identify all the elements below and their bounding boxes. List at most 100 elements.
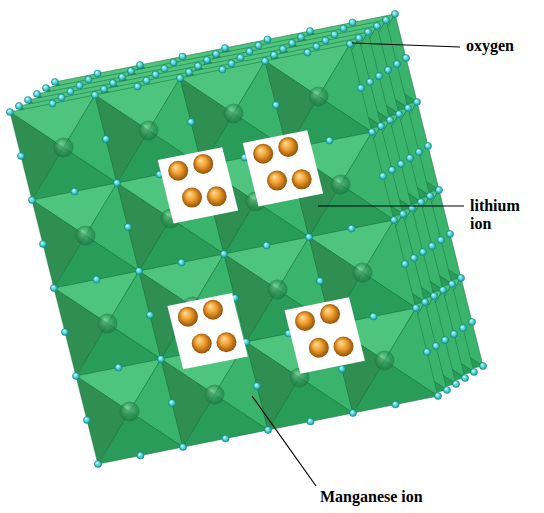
- oxygen-sphere: [176, 74, 183, 81]
- channel-hole: [284, 297, 364, 373]
- oxygen-sphere: [399, 210, 406, 217]
- oxygen-sphere: [355, 34, 362, 41]
- oxygen-sphere: [39, 240, 46, 247]
- oxygen-sphere: [28, 196, 35, 203]
- manganese-sphere: [98, 314, 118, 334]
- manganese-sphere: [205, 385, 225, 405]
- oxygen-sphere: [461, 374, 468, 381]
- oxygen-sphere: [432, 342, 439, 349]
- octahedra-layer: [6, 40, 441, 467]
- part-label: lithium ion: [470, 197, 532, 234]
- oxygen-sphere: [264, 36, 271, 43]
- lithium-site: [284, 297, 364, 373]
- oxygen-sphere: [143, 77, 150, 84]
- oxygen-sphere: [450, 330, 457, 337]
- oxygen-sphere: [437, 236, 444, 243]
- manganese-sphere: [375, 351, 395, 371]
- part-label: Manganese ion: [320, 488, 423, 506]
- oxygen-sphere: [187, 118, 194, 125]
- lithium-sphere: [309, 338, 329, 358]
- oxygen-sphere: [161, 65, 168, 72]
- oxygen-sphere: [93, 276, 100, 283]
- leader-line: [352, 43, 460, 47]
- oxygen-sphere: [288, 39, 295, 46]
- lithium-sphere: [334, 337, 354, 357]
- oxygen-sphere: [441, 336, 448, 343]
- manganese-sphere: [268, 280, 288, 300]
- oxygen-sphere: [406, 154, 413, 161]
- lithium-sphere: [216, 332, 236, 352]
- oxygen-sphere: [377, 122, 384, 129]
- oxygen-sphere: [426, 192, 433, 199]
- oxygen-sphere: [228, 60, 235, 67]
- oxygen-sphere: [424, 142, 431, 149]
- manganese-sphere: [54, 138, 74, 158]
- oxygen-sphere: [322, 37, 329, 44]
- oxygen-sphere: [253, 382, 260, 389]
- oxygen-sphere: [61, 328, 68, 335]
- oxygen-sphere: [168, 399, 175, 406]
- oxygen-sphere: [102, 135, 109, 142]
- oxygen-sphere: [379, 172, 386, 179]
- octahedron-face: [32, 200, 86, 288]
- oxygen-sphere: [24, 96, 31, 103]
- oxygen-sphere: [439, 286, 446, 293]
- channel-hole: [167, 293, 247, 369]
- oxygen-sphere: [83, 416, 90, 423]
- lithium-sphere: [192, 333, 212, 353]
- oxygen-sphere: [430, 292, 437, 299]
- oxygen-sphere: [179, 53, 186, 60]
- oxygen-sphere: [434, 392, 441, 399]
- octahedron-face: [161, 359, 215, 447]
- oxygen-sphere: [470, 368, 477, 375]
- oxygen-sphere: [390, 216, 397, 223]
- lithium-sphere: [182, 188, 202, 208]
- mn-octahedron: [309, 220, 416, 325]
- oxygen-sphere: [220, 250, 227, 257]
- oxygen-sphere: [384, 66, 391, 73]
- oxygen-sphere: [272, 101, 279, 108]
- mn-octahedron: [265, 44, 372, 149]
- oxygen-sphere: [443, 386, 450, 393]
- oxygen-sphere: [136, 61, 143, 68]
- lithium-site: [243, 130, 323, 206]
- oxygen-sphere: [221, 44, 228, 51]
- oxygen-sphere: [109, 79, 116, 86]
- oxygen-sphere: [331, 31, 338, 38]
- oxygen-sphere: [51, 78, 58, 85]
- oxygen-sphere: [237, 54, 244, 61]
- oxygen-sphere: [134, 83, 141, 90]
- oxygen-sphere: [349, 409, 356, 416]
- lithium-sphere: [253, 144, 273, 164]
- lithium-sphere: [193, 154, 213, 174]
- oxygen-sphere: [305, 233, 312, 240]
- leader-lines: [252, 43, 464, 486]
- oxygen-sphere: [127, 67, 134, 74]
- oxygen-sphere: [49, 100, 56, 107]
- oxygen-sphere: [67, 88, 74, 95]
- oxygen-sphere: [222, 435, 229, 442]
- oxygen-sphere: [203, 56, 210, 63]
- lithium-sphere: [292, 169, 312, 189]
- lithium-sphere: [295, 311, 315, 331]
- oxygen-sphere: [417, 198, 424, 205]
- oxygen-sphere: [368, 128, 375, 135]
- manganese-sphere: [76, 226, 96, 246]
- oxygen-sphere: [71, 188, 78, 195]
- oxygen-sphere: [179, 443, 186, 450]
- octahedra-layers: [6, 10, 486, 467]
- oxygen-sphere: [397, 160, 404, 167]
- oxygen-sphere: [448, 280, 455, 287]
- oxygen-sphere: [279, 45, 286, 52]
- oxygen-sphere: [115, 364, 122, 371]
- oxygen-sphere: [395, 110, 402, 117]
- oxygen-sphere: [263, 242, 270, 249]
- oxygen-sphere: [316, 277, 323, 284]
- manganese-sphere: [331, 175, 351, 195]
- oxygen-sphere: [94, 460, 101, 467]
- oxygen-sphere: [33, 90, 40, 97]
- oxygen-sphere: [313, 43, 320, 50]
- oxygen-sphere: [459, 324, 466, 331]
- oxygen-sphere: [113, 179, 120, 186]
